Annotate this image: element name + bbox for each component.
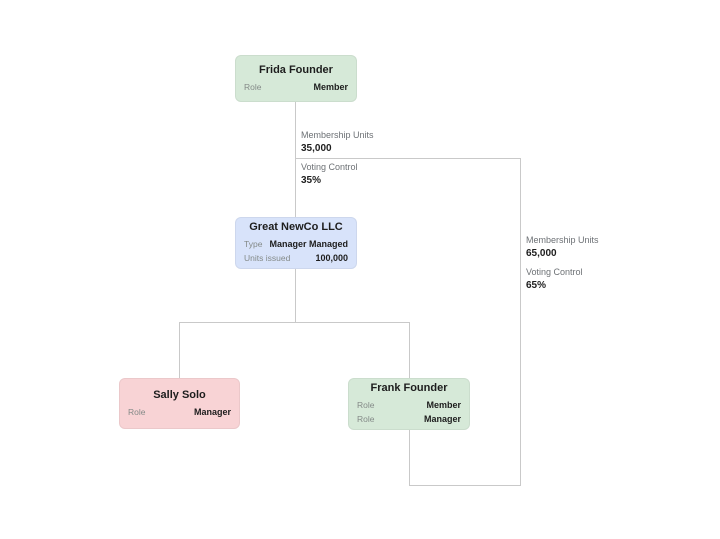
node-title: Frank Founder (370, 382, 448, 394)
edge-label-name: Voting Control (301, 162, 358, 172)
node-row-value: Manager Managed (269, 239, 348, 249)
node-great-newco-llc[interactable]: Great NewCo LLC Type Manager Managed Uni… (235, 217, 357, 269)
node-row: Type Manager Managed (244, 239, 348, 250)
edge-label-value: 65% (526, 280, 547, 291)
edge-label-value: 35,000 (301, 143, 332, 154)
node-row-label: Type (244, 239, 263, 249)
node-row-value: Manager (193, 406, 231, 417)
connector-line-bottom-horizontal (409, 485, 521, 486)
node-row-label: Role (244, 81, 262, 92)
edge-label-value: 35% (301, 175, 322, 186)
node-sally-solo[interactable]: Sally Solo Role Manager (119, 378, 240, 429)
node-row: Role Manager (357, 414, 461, 425)
node-title: Frida Founder (259, 63, 333, 76)
connector-line-newco-down (295, 269, 296, 322)
node-row: Role Member (357, 400, 461, 411)
node-row-value: Member (426, 400, 461, 410)
node-row-value: Manager (423, 414, 461, 424)
edge-label-value: 65,000 (526, 248, 557, 259)
node-title: Great NewCo LLC (249, 221, 343, 233)
connector-line-top-horizontal (295, 158, 521, 159)
edge-label-name: Membership Units (301, 130, 374, 140)
node-row: Role Member (244, 82, 348, 93)
node-row-value: 100,000 (315, 253, 348, 263)
edge-label-name: Membership Units (526, 235, 599, 245)
connector-line-to-frank (409, 322, 410, 378)
edge-label-voting-control-frida: Voting Control 35% (301, 162, 358, 187)
node-row-label: Role (357, 400, 375, 410)
node-row-label: Role (357, 414, 375, 424)
node-row: Role Manager (128, 407, 231, 418)
edge-label-membership-units-frank: Membership Units 65,000 (526, 235, 599, 260)
connector-line-to-sally (179, 322, 180, 378)
edge-label-voting-control-frank: Voting Control 65% (526, 267, 583, 292)
node-frank-founder[interactable]: Frank Founder Role Member Role Manager (348, 378, 470, 430)
node-frida-founder[interactable]: Frida Founder Role Member (235, 55, 357, 102)
edge-label-membership-units-frida: Membership Units 35,000 (301, 130, 374, 155)
node-row-label: Units issued (244, 253, 291, 263)
node-row-value: Member (313, 81, 348, 92)
node-title: Sally Solo (153, 388, 206, 401)
connector-line-frank-bottom (409, 430, 410, 485)
connector-line-split-horizontal (179, 322, 410, 323)
node-row-label: Role (128, 406, 146, 417)
connector-line-frida-to-newco (295, 102, 296, 217)
node-row: Units issued 100,000 (244, 253, 348, 264)
edge-label-name: Voting Control (526, 267, 583, 277)
connector-line-right-vertical (520, 158, 521, 486)
